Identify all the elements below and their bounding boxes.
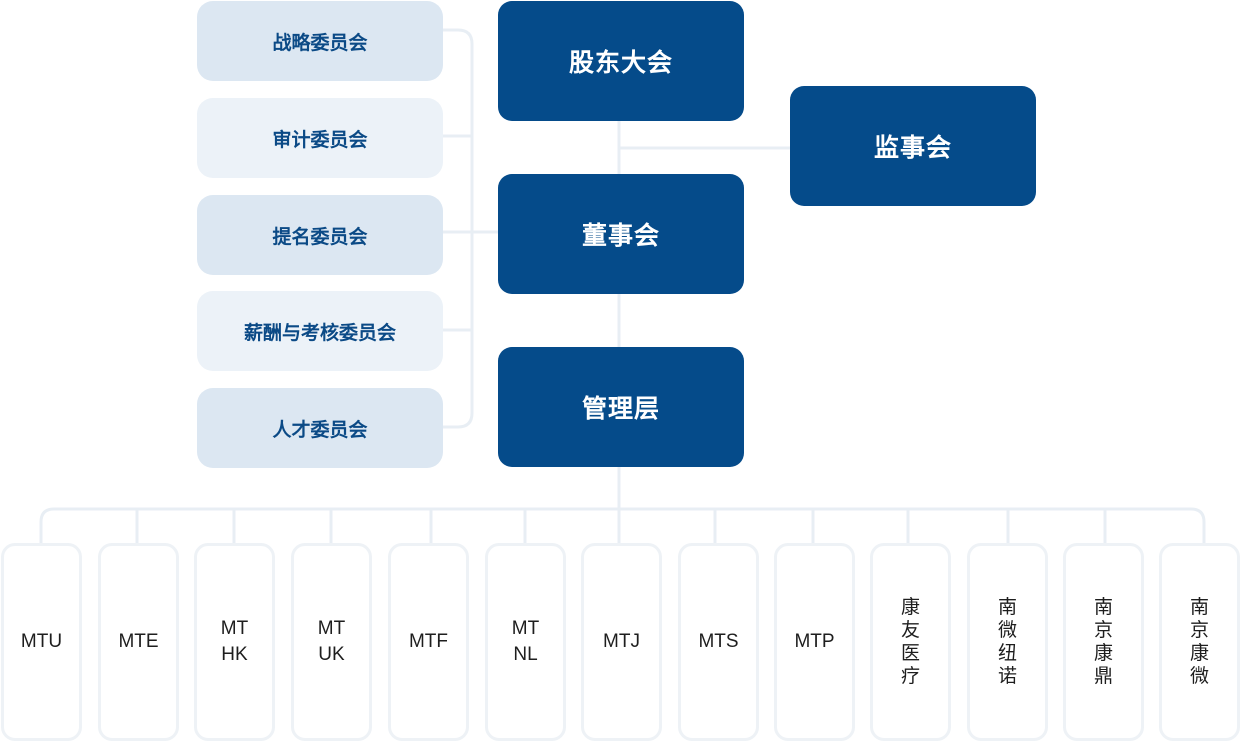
subsidiary-nanwei-niunuo: 南 微 纽 诺 <box>967 543 1048 741</box>
subsidiary-mte: MTE <box>98 543 179 741</box>
subsidiary-mthk: MT HK <box>194 543 275 741</box>
committee-compensation: 薪酬与考核委员会 <box>197 291 443 371</box>
committee-strategy: 战略委员会 <box>197 1 443 81</box>
subsidiary-mtj: MTJ <box>581 543 662 741</box>
management-box: 管理层 <box>498 347 744 467</box>
committee-nomination: 提名委员会 <box>197 195 443 275</box>
committee-talent: 人才委员会 <box>197 388 443 468</box>
board-box: 董事会 <box>498 174 744 294</box>
subsidiary-nanjing-kangwei: 南 京 康 微 <box>1159 543 1240 741</box>
subsidiary-bus <box>39 507 1206 543</box>
supervisory-board-box: 监事会 <box>790 86 1036 206</box>
subsidiary-mtuk: MT UK <box>291 543 372 741</box>
subsidiary-mtnl: MT NL <box>485 543 566 741</box>
subsidiary-mtf: MTF <box>388 543 469 741</box>
subsidiary-mtp: MTP <box>774 543 855 741</box>
committee-audit: 审计委员会 <box>197 98 443 178</box>
shareholders-box: 股东大会 <box>498 1 744 121</box>
subsidiary-kangyou-medical: 康 友 医 疗 <box>870 543 951 741</box>
committee-bracket <box>443 28 474 429</box>
subsidiary-mts: MTS <box>678 543 759 741</box>
subsidiary-nanjing-kangding: 南 京 康 鼎 <box>1063 543 1144 741</box>
subsidiary-mtu: MTU <box>1 543 82 741</box>
